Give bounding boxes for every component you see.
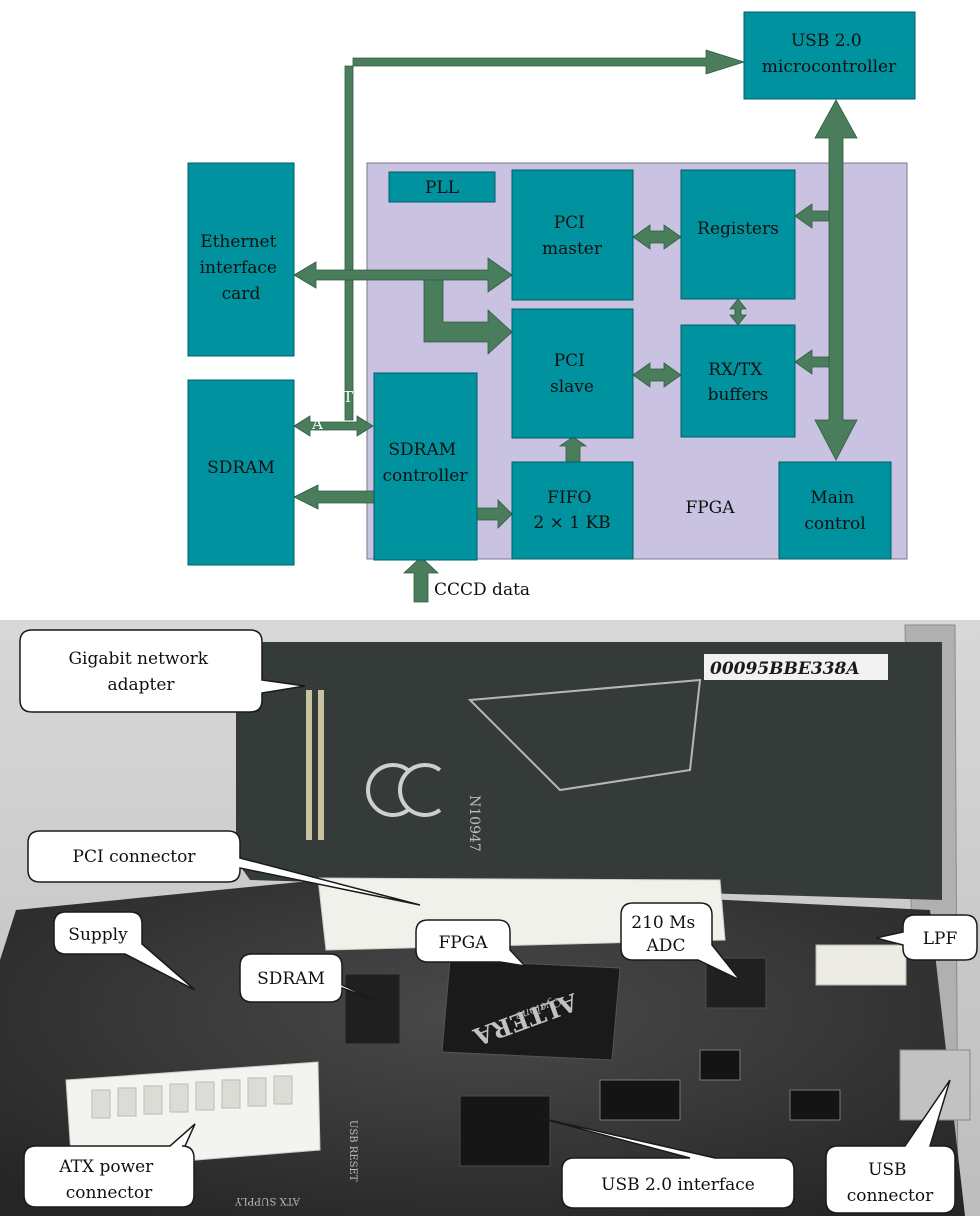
callout-gigabit-label: Gigabit network adapter (68, 649, 213, 695)
sdram-block (187, 379, 295, 566)
arrow-fifo-pci-slave (558, 436, 588, 463)
blocks (187, 11, 916, 566)
callout-lpf (875, 914, 978, 961)
fcc-ce-marks (366, 763, 442, 817)
callout-atx (23, 1123, 196, 1208)
fpga-label: FPGA (685, 498, 735, 518)
atx-pins (91, 1075, 293, 1119)
pci-master-block (511, 169, 634, 301)
arrows (293, 49, 858, 603)
callout-adc (620, 902, 741, 981)
usb-microcontroller-label: USB 2.0 microcontroller (762, 31, 897, 77)
callout-usb-interface (539, 1117, 795, 1209)
block-labels: USB 2.0 microcontroller Ethernet interfa… (200, 31, 897, 534)
usb-interface-chip (459, 1095, 551, 1167)
usb-microcontroller-block (743, 11, 916, 100)
block-diagram: FPGA A T CCCD data (187, 11, 916, 603)
sdram-label: SDRAM (207, 458, 275, 478)
pll-label: PLL (425, 178, 459, 198)
serial-number: 00095BBE338A (710, 659, 860, 679)
serial-sticker (704, 654, 888, 680)
arrow-to-pci-slave (423, 279, 513, 355)
usb-reset-text: USB RESET (347, 1120, 358, 1182)
callout-pci-connector (27, 830, 421, 906)
callout-fpga-label: FPGA (438, 933, 488, 953)
ethernet-label: Ethernet interface card (200, 232, 283, 304)
adapter-pins (306, 690, 324, 840)
arrow-bus-to-rxtx (794, 349, 830, 375)
cccd-data-label: CCCD data (434, 580, 530, 600)
lpf-module (815, 944, 907, 986)
fifo-label: FIFO 2 × 1 KB (533, 488, 610, 533)
sdram-controller-block (373, 372, 478, 561)
network-adapter-card (236, 642, 942, 900)
callout-adc-label: 210 Ms ADC (631, 913, 700, 956)
callout-usb-connector-label: USB connector (847, 1160, 934, 1206)
arrow-usb-bus (814, 99, 858, 461)
cert-number: N10947 (466, 795, 482, 852)
main-control-block (778, 461, 892, 560)
arrow-controller-to-sdram (293, 484, 375, 510)
callout-gigabit-adapter (19, 629, 306, 713)
atx-supply-text: ATX SUPPLY (235, 1195, 301, 1206)
callout-pci-label: PCI connector (73, 847, 197, 867)
arrow-controller-to-usb-micro (344, 49, 746, 421)
pll-block (388, 171, 496, 203)
arrow-cccd-input (402, 556, 440, 603)
callouts (19, 629, 978, 1214)
arrow-controller-to-fifo (476, 499, 513, 529)
pci-master-label: PCI master (542, 213, 603, 259)
registers-block (680, 169, 796, 300)
stray-label-a: A (311, 415, 323, 433)
sdram-controller-label: SDRAM controller (383, 440, 469, 486)
callout-lpf-label: LPF (923, 929, 958, 949)
callout-usb-interface-label: USB 2.0 interface (601, 1175, 755, 1195)
arrow-bus-to-registers (794, 203, 830, 229)
callout-fpga (415, 919, 528, 968)
adc-chip (705, 957, 767, 1009)
callout-supply (53, 911, 196, 991)
board-outline-art (467, 678, 702, 792)
registers-label: Registers (697, 219, 779, 239)
callout-atx-label: ATX power connector (58, 1157, 158, 1203)
main-control-label: Main control (804, 488, 865, 534)
board-photo: 00095BBE338A N10947 Cyclone ALTERA USB R… (0, 620, 980, 1217)
arrow-sdram-controller (293, 415, 374, 437)
pin-headers (599, 1049, 841, 1121)
callout-supply-label: Supply (68, 925, 128, 945)
rxtx-block (680, 324, 796, 438)
callout-sdram-label: SDRAM (257, 969, 325, 989)
pci-slave-block (511, 308, 634, 439)
fpga-chip (441, 959, 621, 1061)
stray-label-t: T (343, 388, 353, 406)
pci-slave-label: PCI slave (550, 351, 594, 397)
rxtx-label: RX/TX buffers (708, 360, 769, 405)
callout-sdram (239, 953, 376, 1003)
ethernet-block (187, 162, 295, 357)
callout-usb-connector (825, 1079, 956, 1214)
fifo-block (511, 461, 634, 560)
callout-labels: Gigabit network adapter PCI connector Su… (58, 649, 957, 1206)
sdram-chip (344, 973, 401, 1045)
